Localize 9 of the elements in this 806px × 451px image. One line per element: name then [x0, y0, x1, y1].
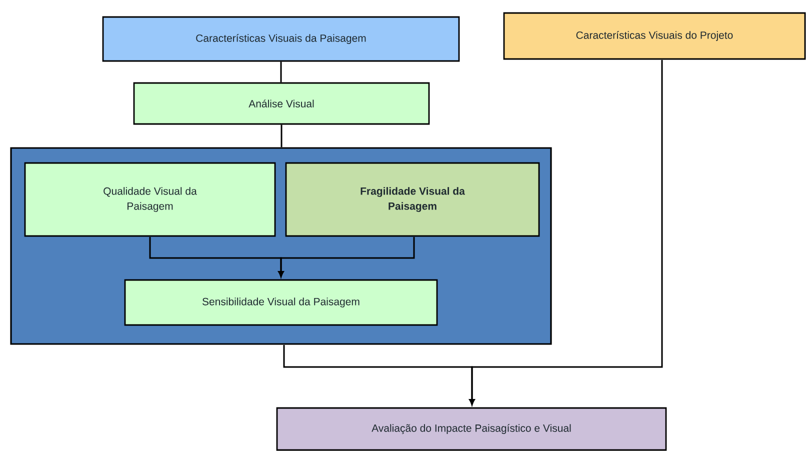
- arrow: [278, 237, 415, 278]
- process-box: Características Visuais do Projeto: [503, 12, 806, 60]
- process-box: Análise Visual: [133, 82, 430, 125]
- process-box: Qualidade Visual da Paisagem: [24, 162, 276, 237]
- process-box: Sensibilidade Visual da Paisagem: [124, 279, 438, 326]
- process-box: Fragilidade Visual da Paisagem: [285, 162, 540, 237]
- process-box: Características Visuais da Paisagem: [102, 16, 460, 62]
- arrow: [469, 60, 663, 406]
- process-box: Avaliação do Impacte Paisagístico e Visual: [276, 407, 667, 451]
